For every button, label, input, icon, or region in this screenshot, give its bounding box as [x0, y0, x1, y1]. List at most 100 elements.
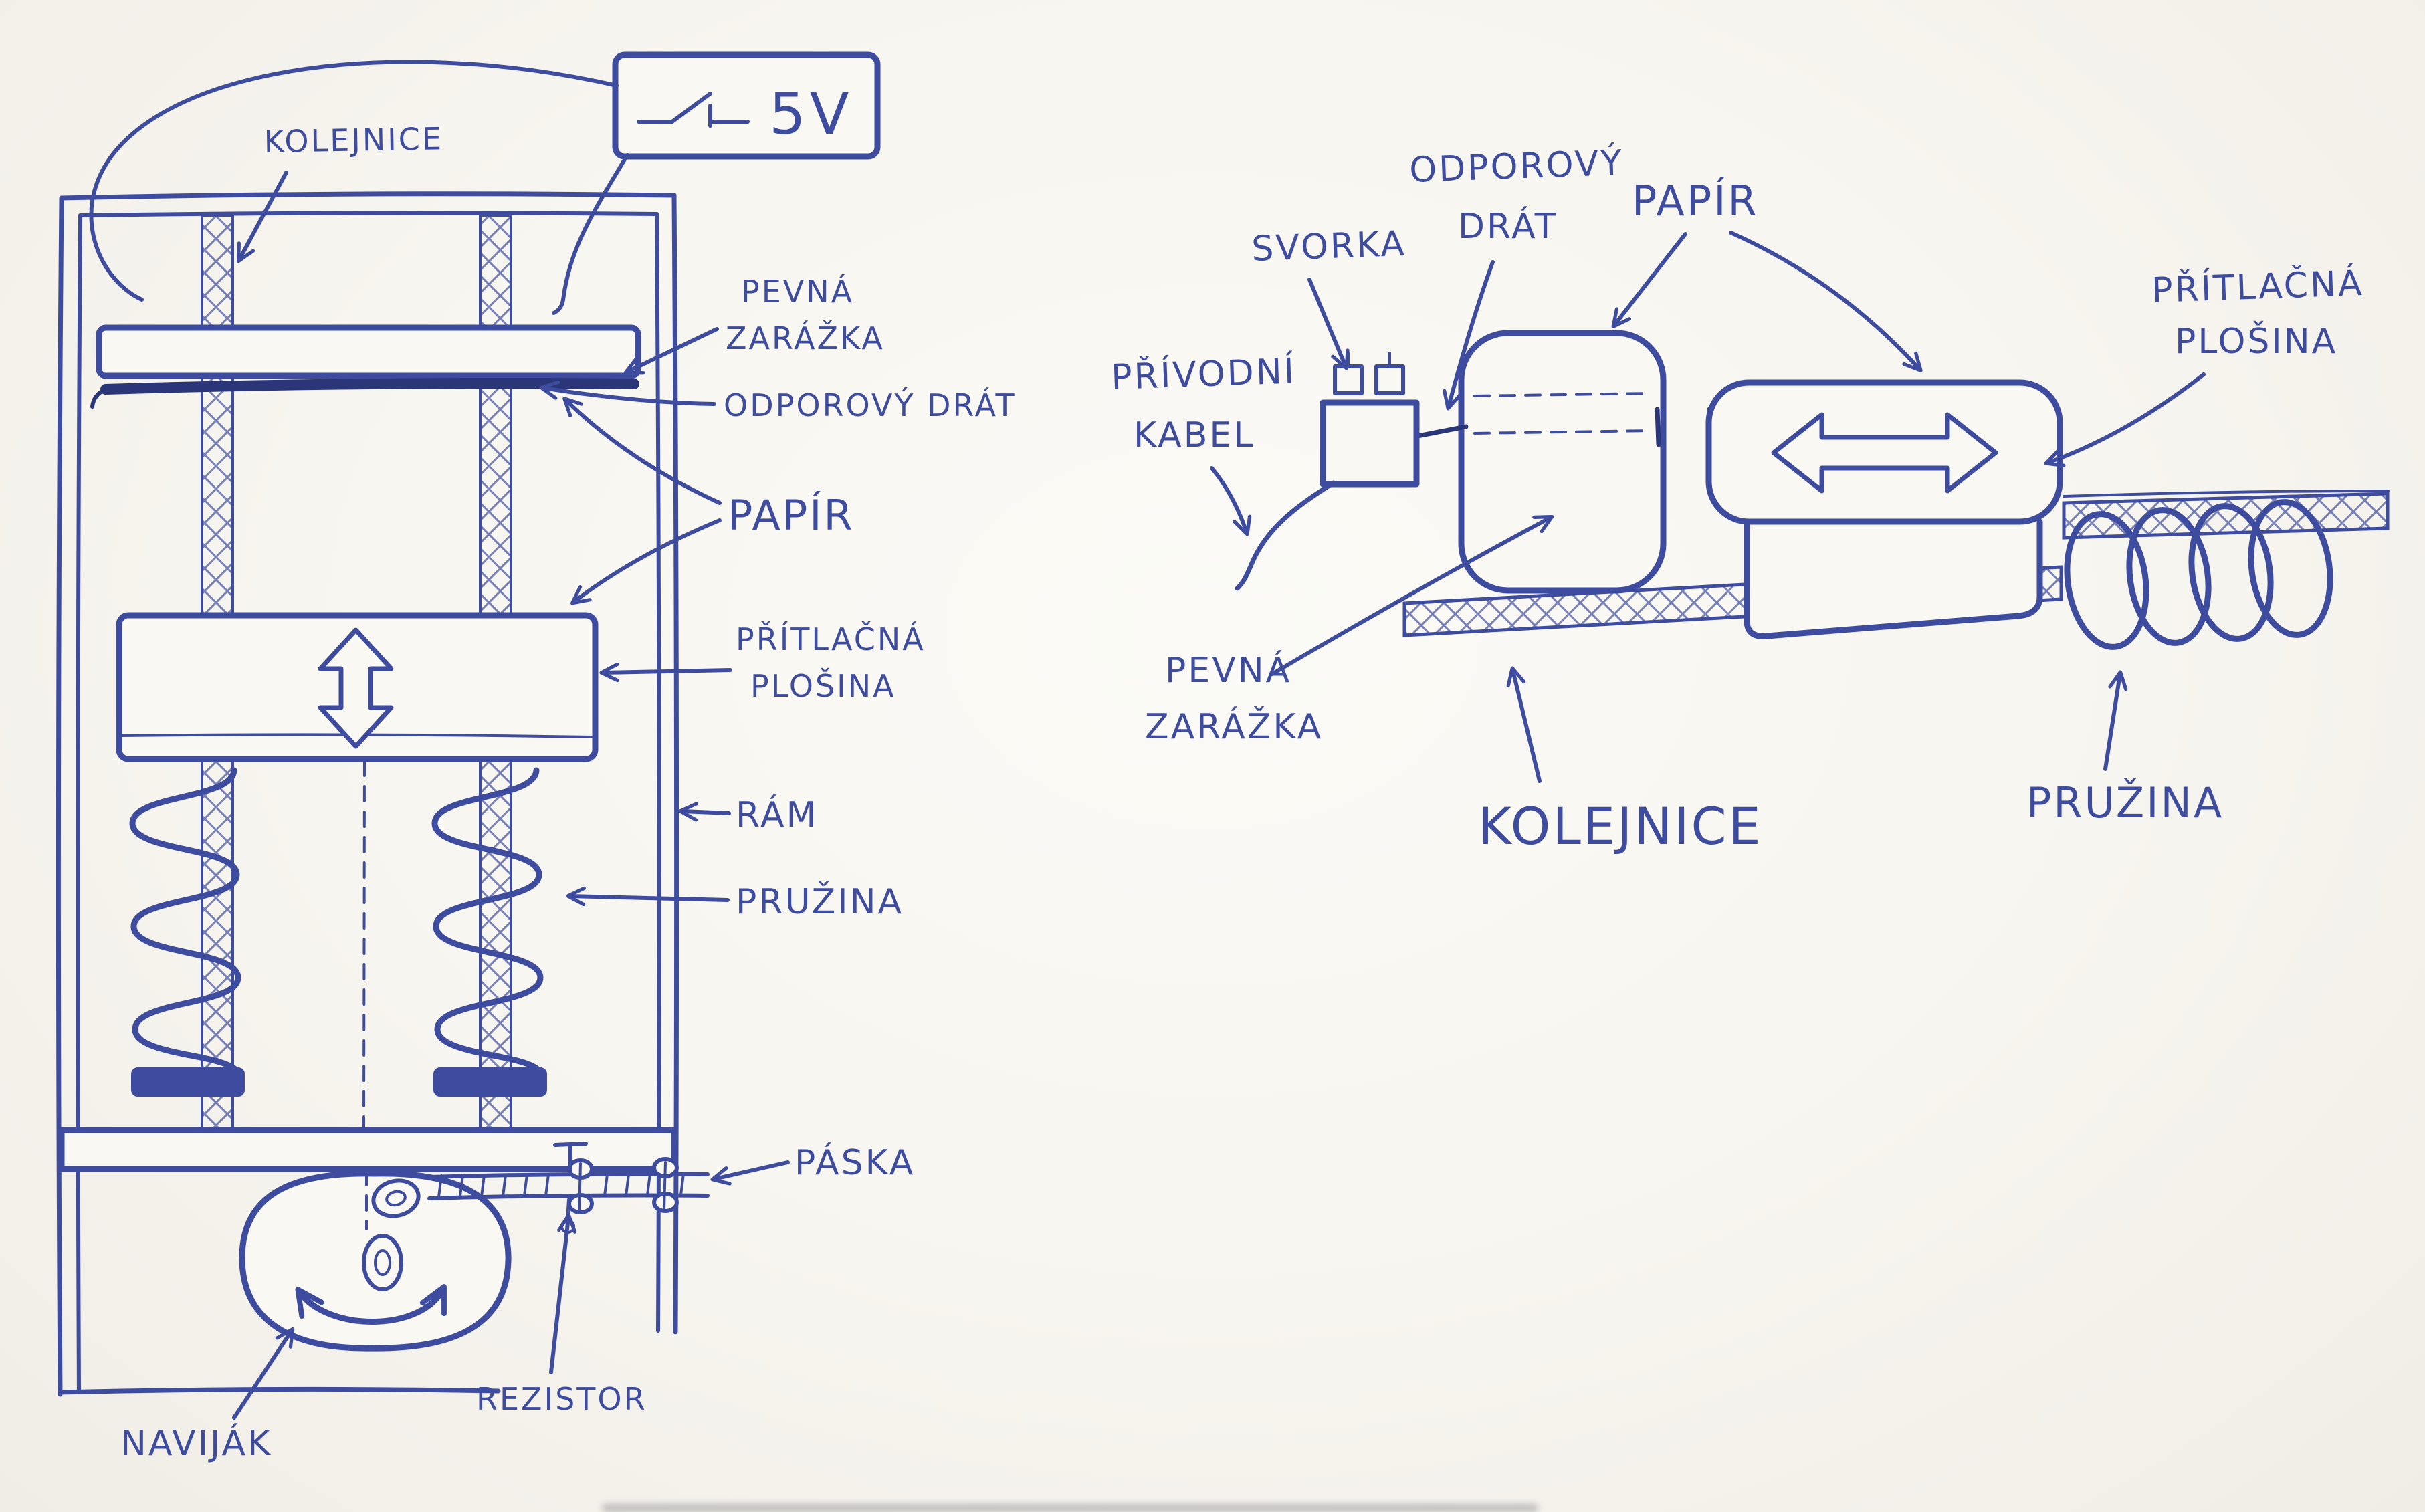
spring-left-base: [131, 1067, 245, 1097]
label-papir-left: PAPÍR: [562, 397, 855, 605]
frame: [56, 191, 679, 1397]
spring-right: [431, 767, 545, 1093]
label-pevna-zarazka-left: PEVNÁ ZARÁŽKA: [623, 274, 883, 375]
pruzina-right-text: PRUŽINA: [2026, 778, 2224, 827]
papir-left-text: PAPÍR: [728, 491, 855, 540]
up-down-arrow-icon: [318, 627, 394, 749]
fixed-stop-block-body: [1458, 330, 1667, 594]
resistance-wire: [90, 378, 639, 409]
winch: [239, 1169, 512, 1352]
supply-wire-2: [552, 153, 629, 315]
pruzina-right-arrow: [2103, 670, 2128, 771]
odporovy-right-text-1: ODPOROVÝ: [1408, 142, 1624, 191]
label-rezistor: REZISTOR: [476, 1213, 647, 1417]
label-odporovy-drat-left: ODPOROVÝ DRÁT: [539, 380, 1017, 423]
supply-cable: [1235, 480, 1336, 591]
label-ram: RÁM: [678, 794, 818, 835]
pritlacna-left-text-1: PŘÍTLAČNÁ: [736, 621, 926, 657]
clamp-screw-2: [1374, 364, 1405, 395]
odporovy-left-text: ODPOROVÝ DRÁT: [724, 387, 1017, 423]
spring-left: [129, 767, 243, 1093]
rezistor-arrow: [549, 1213, 577, 1374]
rotation-arrow-icon: [295, 1284, 447, 1325]
frame-top-outer: [59, 191, 677, 201]
odporovy-right-arrow: [1443, 260, 1495, 411]
kolejnice-right-text: KOLEJNICE: [1478, 796, 1763, 856]
coil-spring: [2064, 499, 2333, 650]
label-paska: PÁSKA: [710, 1142, 915, 1186]
label-kolejnice-left: KOLEJNICE: [236, 120, 443, 263]
rezistor-text: REZISTOR: [476, 1381, 647, 1417]
svorka-arrow: [1307, 278, 1350, 370]
wire-through-block-dashed: [1473, 392, 1653, 435]
supply-box-outline: [612, 51, 881, 160]
privodni-arrow: [1210, 466, 1252, 536]
navijak-arrow: [232, 1327, 295, 1420]
supply-voltage-label: 5V: [769, 81, 853, 148]
block-right-terminal: [1655, 407, 1661, 447]
pevna-left-arrow: [623, 327, 719, 375]
frame-top-inner: [78, 211, 659, 217]
papir-right-text: PAPÍR: [1632, 177, 1759, 225]
label-pritlacna-plosina-left: PŘÍTLAČNÁ PLOŠINA: [599, 621, 926, 704]
pritlacna-left-text-2: PLOŠINA: [750, 667, 896, 704]
ram-arrow: [678, 802, 731, 822]
resistance-wire-segment: [1415, 424, 1469, 439]
spring-loop-1: [2064, 511, 2149, 650]
spring-loop-4: [2248, 499, 2333, 638]
pevna-right-text-1: PEVNÁ: [1165, 650, 1291, 691]
odporovy-left-arrow: [539, 380, 716, 406]
supply-box: 5V: [89, 51, 881, 315]
rail-top-edge-line: [2063, 490, 2390, 498]
kolejnice-right-arrow: [1506, 666, 1542, 783]
spring-loop-2: [2126, 507, 2212, 646]
spring-loop-3: [2188, 503, 2274, 642]
winch-spool-side: [362, 1234, 403, 1291]
pevna-right-arrow: [1270, 514, 1554, 676]
platform-foot-bracket: [1744, 518, 2043, 639]
label-odporovy-drat-right: ODPOROVÝ DRÁT: [1408, 142, 1624, 411]
scan-edge-shadow: [602, 1504, 1538, 1512]
winch-spool-side-hub: [374, 1249, 391, 1276]
frame-left-inner: [76, 213, 82, 1394]
winch-spool-top-hub: [385, 1190, 407, 1207]
pressure-platform: [116, 612, 599, 762]
fixed-stop-bar: [96, 324, 641, 379]
tape-clip-1: [567, 1158, 594, 1214]
pritlacna-right-text-1: PŘÍTLAČNÁ: [2151, 262, 2364, 311]
navijak-text: NAVIJÁK: [120, 1423, 272, 1464]
label-svorka: SVORKA: [1251, 224, 1407, 370]
papir-left-arrow-down: [570, 518, 722, 605]
pruzina-left-arrow: [566, 886, 730, 907]
resistance-wire-hook-left: [90, 387, 108, 409]
paska-text: PÁSKA: [795, 1142, 915, 1183]
label-pevna-zarazka-right: PEVNÁ ZARÁŽKA: [1145, 514, 1554, 747]
label-pritlacna-plosina-right: PŘÍTLAČNÁ PLOŠINA: [2044, 262, 2364, 467]
switch-icon: [637, 92, 750, 128]
ram-text: RÁM: [736, 794, 818, 835]
pevna-right-text-2: ZARÁŽKA: [1145, 706, 1323, 747]
label-pruzina-right: PRUŽINA: [2026, 670, 2224, 827]
winch-spool-top: [371, 1178, 421, 1218]
label-navijak: NAVIJÁK: [120, 1327, 295, 1464]
clamp-screw-1: [1333, 364, 1364, 395]
label-privodni-kabel: PŘÍVODNÍ KABEL: [1110, 350, 1297, 536]
kolejnice-left-text: KOLEJNICE: [263, 120, 443, 160]
pruzina-left-text: PRUŽINA: [736, 881, 904, 922]
tape-thread-ticks: [437, 1172, 685, 1198]
pressure-platform-side: [1705, 379, 2063, 525]
right-labels: SVORKA ODPOROVÝ DRÁT PAPÍR PŘÍVODNÍ KABE…: [1110, 142, 2364, 856]
clamp-box: [1320, 352, 1420, 488]
privodni-text-2: KABEL: [1134, 415, 1255, 455]
odporovy-right-text-2: DRÁT: [1458, 206, 1558, 247]
frame-bottom: [58, 1386, 501, 1395]
rail-band-right: [2062, 492, 2390, 540]
clamp-box-body: [1320, 399, 1420, 488]
label-papir-right: PAPÍR: [1611, 177, 1923, 372]
supply-wire-1: [89, 60, 619, 302]
svorka-text: SVORKA: [1251, 224, 1406, 269]
papir-left-arrow-up: [562, 397, 722, 505]
paska-arrow: [710, 1160, 790, 1186]
